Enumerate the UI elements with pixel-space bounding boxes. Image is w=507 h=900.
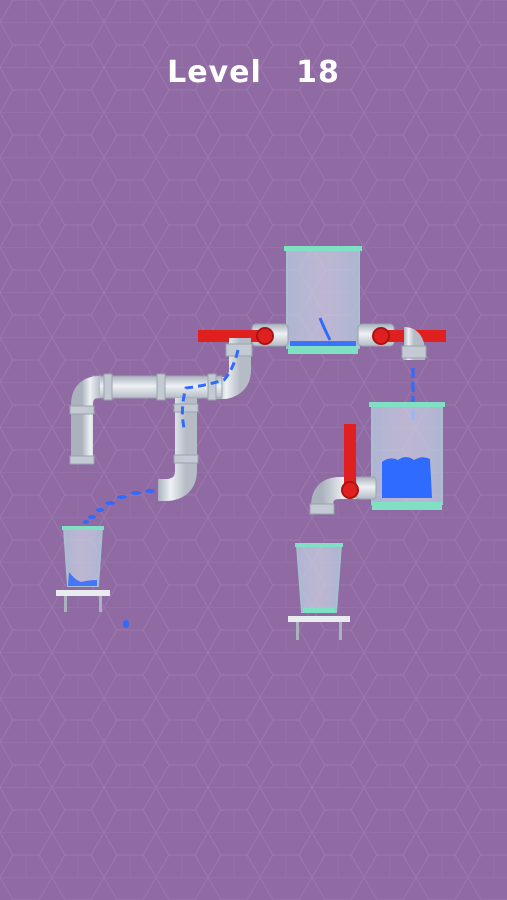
top-tank — [284, 246, 362, 354]
water-spill-left — [83, 489, 155, 628]
left-cup — [56, 526, 110, 612]
top-tank-water — [290, 341, 356, 346]
left-cup-water — [68, 572, 97, 586]
side-tank-water — [382, 457, 432, 498]
level-label: Level — [167, 55, 262, 90]
level-number: 18 — [296, 55, 340, 90]
left-pipe-system[interactable] — [69, 338, 253, 501]
water-stream — [180, 349, 240, 429]
valve-handle-icon[interactable] — [344, 424, 356, 490]
side-tank — [369, 402, 445, 510]
side-valve[interactable] — [341, 424, 359, 499]
level-title: Level 18 — [0, 55, 507, 90]
right-cup-shelf — [288, 616, 350, 622]
right-cup — [288, 543, 350, 640]
left-cup-shelf — [56, 590, 110, 596]
water-drop-icon — [318, 317, 332, 341]
